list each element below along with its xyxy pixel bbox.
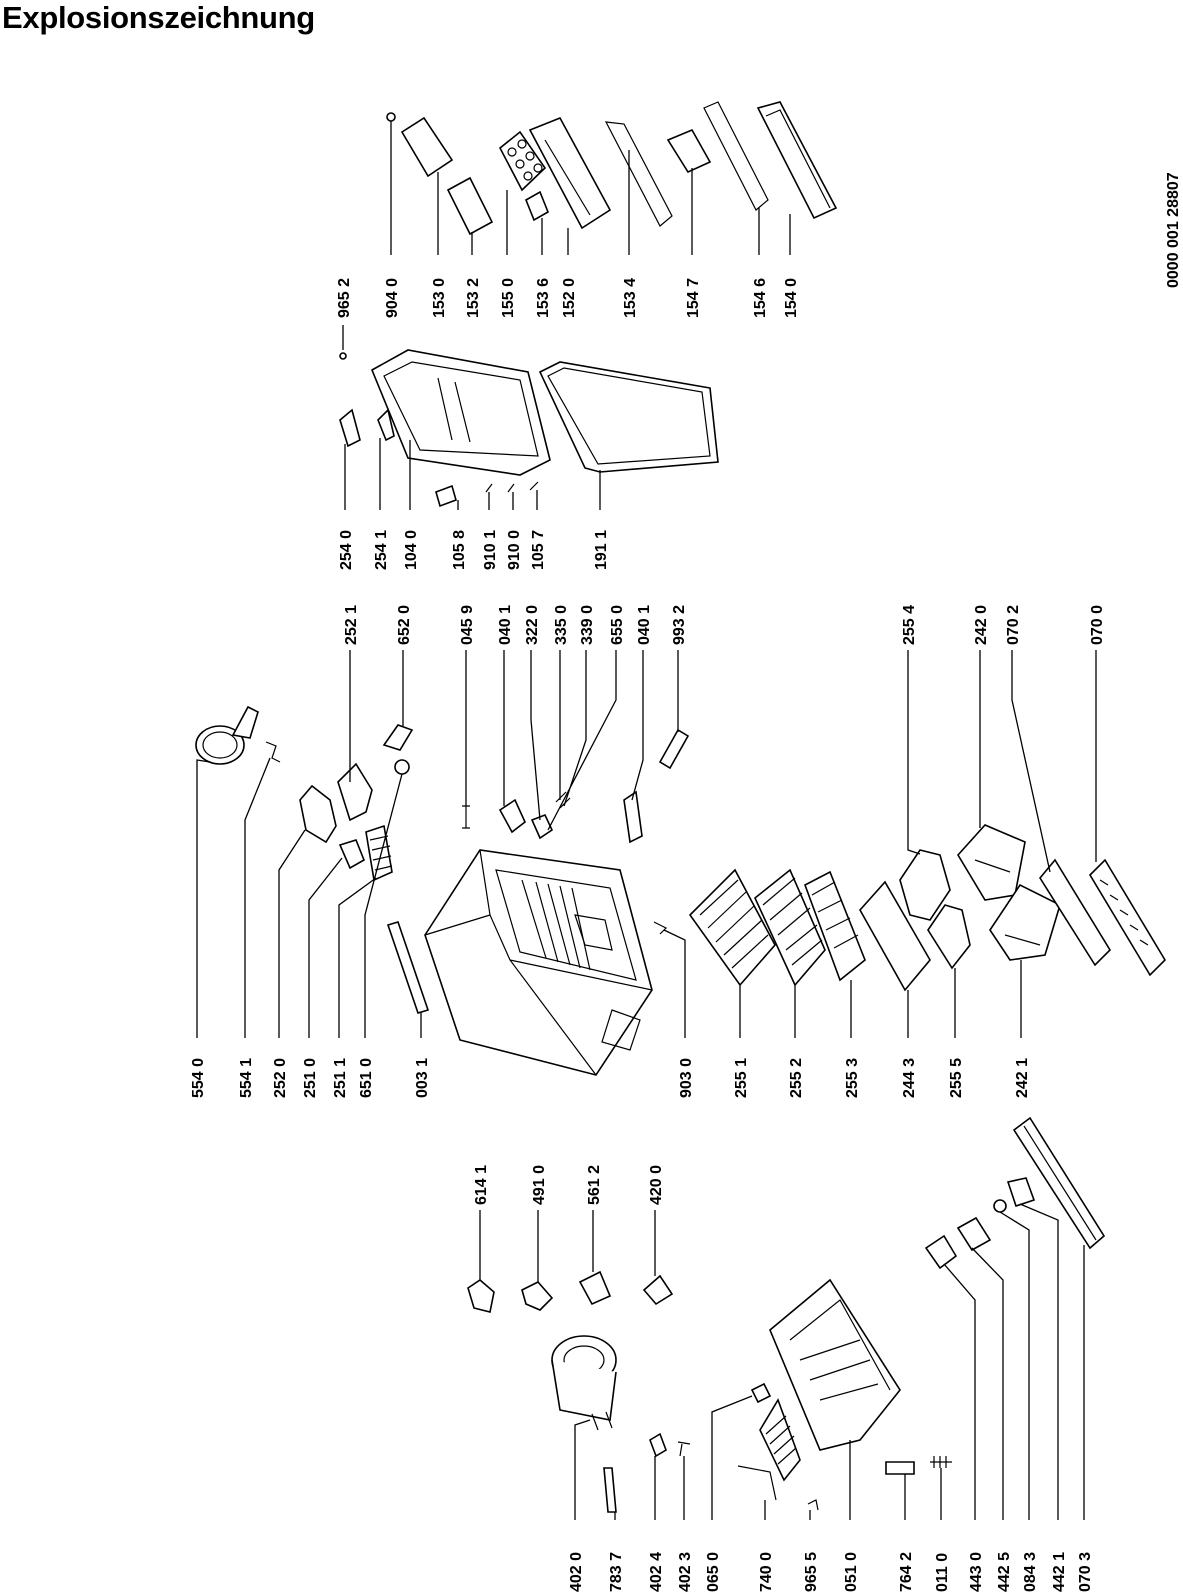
part-label: 402 0	[568, 1552, 585, 1592]
part-label: 442 1	[1051, 1552, 1068, 1592]
part-label: 252 1	[343, 605, 360, 645]
part-label: 420 0	[648, 1165, 665, 1205]
part-label: 105 8	[451, 530, 468, 570]
part-label: 402 3	[677, 1552, 694, 1592]
part-label: 255 5	[948, 1058, 965, 1098]
part-label: 651 0	[358, 1058, 375, 1098]
part-label: 402 4	[648, 1552, 665, 1592]
part-label: 965 5	[803, 1552, 820, 1592]
part-label: 614 1	[473, 1165, 490, 1205]
part-label: 154 7	[685, 278, 702, 318]
shelves	[688, 868, 866, 987]
part-label: 003 1	[414, 1058, 431, 1098]
part-label: 740 0	[758, 1552, 775, 1592]
part-label: 255 4	[901, 605, 918, 645]
part-label: 154 0	[783, 278, 800, 318]
part-label: 443 0	[968, 1552, 985, 1592]
part-label: 322 0	[524, 605, 541, 645]
fridge-cabinet	[424, 849, 653, 1076]
part-label: 191 1	[593, 530, 610, 570]
part-labels: 402 0 783 7 402 4 402 3 065 0 740 0 965 …	[190, 278, 1106, 1592]
part-label: 084 3	[1022, 1552, 1039, 1592]
part-label: 070 3	[1077, 1552, 1094, 1592]
part-label: 764 2	[898, 1552, 915, 1592]
part-label: 335 0	[553, 605, 570, 645]
part-label: 104 0	[403, 530, 420, 570]
compressor-parts	[467, 1116, 1106, 1513]
part-label: 561 2	[586, 1165, 603, 1205]
part-label: 339 0	[579, 605, 596, 645]
part-label: 910 0	[506, 530, 523, 570]
part-label: 251 1	[332, 1058, 349, 1098]
part-label: 993 2	[671, 605, 688, 645]
part-label: 155 0	[500, 278, 517, 318]
part-label: 910 1	[482, 530, 499, 570]
door-accessories	[386, 101, 838, 236]
part-label: 105 7	[530, 530, 547, 570]
part-label: 655 0	[609, 605, 626, 645]
part-label: 554 1	[238, 1058, 255, 1098]
part-label: 255 2	[788, 1058, 805, 1098]
part-label: 904 0	[384, 278, 401, 318]
part-illustrations	[195, 101, 1167, 1513]
page-title: Explosionszeichnung	[2, 0, 315, 35]
part-label: 251 0	[302, 1058, 319, 1098]
part-label: 254 0	[338, 530, 355, 570]
part-label: 965 2	[336, 278, 353, 318]
part-label: 783 7	[608, 1552, 625, 1592]
part-label: 152 0	[561, 278, 578, 318]
part-label: 070 0	[1089, 605, 1106, 645]
part-label: 254 1	[373, 530, 390, 570]
part-label: 153 4	[622, 278, 639, 318]
part-label: 070 2	[1005, 605, 1022, 645]
part-label: 252 0	[272, 1058, 289, 1098]
part-label: 255 1	[733, 1058, 750, 1098]
door-assembly	[339, 349, 719, 508]
part-label: 011 0	[934, 1553, 951, 1592]
part-label: 154 6	[752, 278, 769, 318]
part-label: 051 0	[843, 1552, 860, 1592]
part-label: 040 1	[636, 605, 653, 645]
part-label: 153 6	[535, 278, 552, 318]
part-label: 040 1	[497, 605, 514, 645]
part-label: 045 9	[459, 605, 476, 645]
part-label: 242 0	[973, 605, 990, 645]
part-label: 153 2	[465, 278, 482, 318]
part-label: 491 0	[531, 1165, 548, 1205]
part-label: 255 3	[844, 1058, 861, 1098]
part-label: 065 0	[705, 1552, 722, 1592]
part-label: 153 0	[431, 278, 448, 318]
part-label: 554 0	[190, 1058, 207, 1098]
part-label: 903 0	[678, 1058, 695, 1098]
part-label: 242 1	[1014, 1058, 1031, 1098]
part-label: 442 5	[996, 1552, 1013, 1592]
part-label: 652 0	[396, 605, 413, 645]
part-label: 244 3	[901, 1058, 918, 1098]
leader-lines	[196, 121, 1097, 1520]
